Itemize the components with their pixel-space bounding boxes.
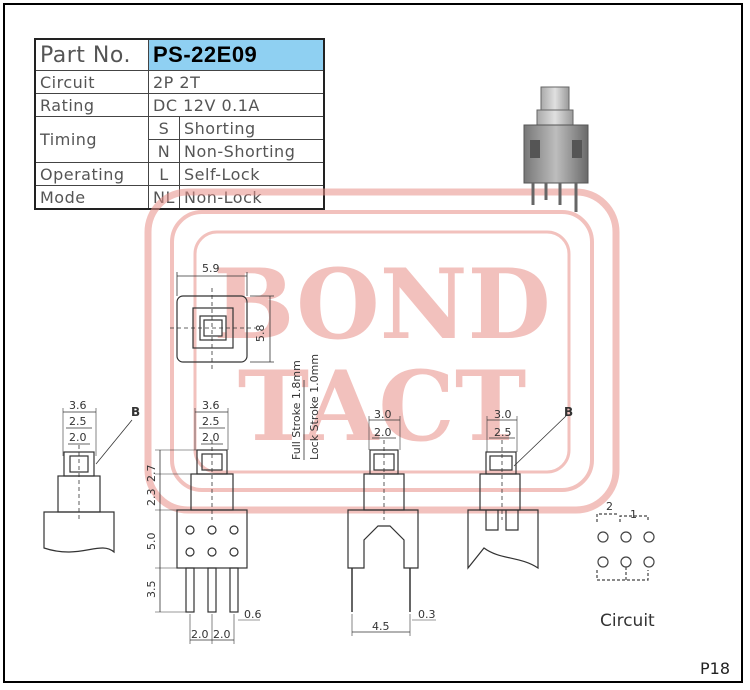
dim-v2-h3: 5.0 (145, 533, 158, 551)
page-frame (3, 3, 743, 683)
circuit-label: Circuit (34, 70, 149, 94)
label-b-right: B (564, 405, 573, 419)
page-number: P18 (699, 659, 730, 678)
rating-label: Rating (34, 93, 149, 117)
circuit-label-2: 2 (606, 500, 613, 513)
dim-v3-pin: 0.3 (418, 608, 436, 621)
dim-v4-b: 2.5 (494, 426, 512, 439)
stroke-lock: Lock Stroke 1.0mm (308, 354, 321, 460)
mode-desc: Self-Lock (179, 162, 325, 186)
mode-label-1: Operating (34, 162, 149, 186)
dim-v2-c: 2.0 (202, 431, 220, 444)
side-view-1 (43, 408, 133, 554)
dim-v2-p1: 2.0 (191, 628, 209, 641)
dim-v2-h4: 3.5 (145, 581, 158, 599)
watermark-line1: BOND (213, 248, 551, 361)
circuit-title: Circuit (600, 611, 655, 631)
switch-render (523, 86, 589, 212)
front-view (155, 408, 260, 644)
timing-desc: Shorting (179, 116, 325, 140)
dim-top-width: 5.9 (202, 262, 220, 275)
dim-top-height: 5.8 (254, 325, 267, 343)
watermark-logo: BOND TACT (144, 188, 620, 514)
circuit-label-1: 1 (630, 508, 637, 521)
dim-v3-a: 3.0 (374, 408, 392, 421)
mode-code: L (148, 162, 180, 186)
dim-v4-a: 3.0 (494, 408, 512, 421)
side-view-2 (347, 416, 436, 636)
circuit-value: 2P 2T (148, 70, 325, 94)
dim-v2-h2: 2.3 (145, 489, 158, 507)
watermark-line2: TACT (238, 350, 527, 463)
top-view (170, 272, 274, 370)
dim-v2-h1: 2.7 (145, 465, 158, 483)
mode-label-2: Mode (34, 185, 149, 210)
dim-v3-b: 2.0 (374, 426, 392, 439)
part-no-label: Part No. (34, 38, 149, 71)
timing-desc: Non-Shorting (179, 139, 325, 163)
stroke-full: Full Stroke 1.8mm (290, 360, 303, 460)
dim-v1-a: 3.6 (69, 399, 87, 412)
timing-code: N (148, 139, 180, 163)
dim-v1-c: 2.0 (69, 431, 87, 444)
dim-v3-pitch: 4.5 (372, 620, 390, 633)
circuit-diagram (596, 513, 655, 581)
dim-v2-pin: 0.6 (244, 608, 262, 621)
spec-table: Part No. PS-22E09 Circuit 2P 2T Rating D… (34, 38, 325, 210)
dim-v2-p2: 2.0 (213, 628, 231, 641)
dim-v2-b: 2.5 (202, 415, 220, 428)
dim-v2-a: 3.6 (202, 399, 220, 412)
timing-code: S (148, 116, 180, 140)
dim-v1-b: 2.5 (69, 415, 87, 428)
side-view-3 (467, 415, 567, 570)
label-b-left: B (131, 405, 140, 419)
